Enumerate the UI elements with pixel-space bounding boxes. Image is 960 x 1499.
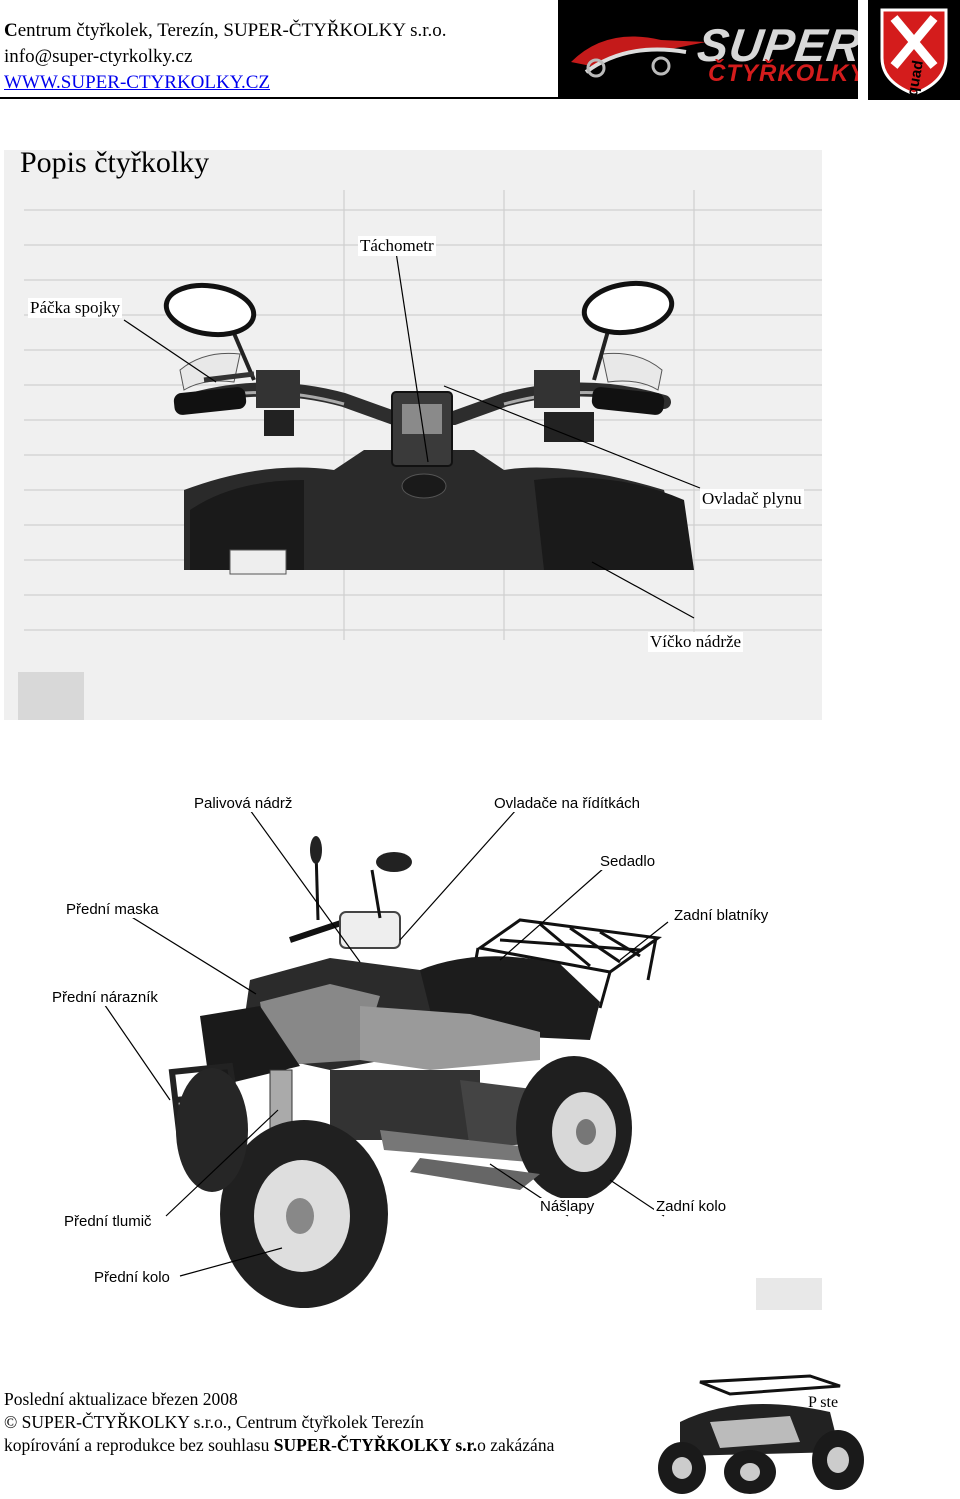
label-front-shock: Přední tlumič — [62, 1213, 154, 1230]
label-clutch-lever: Páčka spojky — [28, 298, 123, 318]
svg-text:quad: quad — [904, 59, 927, 97]
header-title: entrum čtyřkolek, Terezín, SUPER-ČTYŘKOL… — [17, 20, 447, 41]
label-seat: Sedadlo — [598, 853, 658, 870]
label-front-mask: Přední maska — [64, 901, 161, 918]
logo-subword: ČTYŘKOLKY — [708, 60, 858, 87]
header-website-link[interactable]: WWW.SUPER-CTYRKOLKY.CZ — [4, 72, 271, 93]
footer-notice: kopírování a reprodukce bez souhlasu SUP… — [4, 1435, 554, 1455]
label-tachometer: Táchometr — [358, 236, 436, 256]
xquad-badge: quad — [868, 0, 960, 100]
section-title: Popis čtyřkolky — [20, 146, 210, 179]
footer-notice-c: o zakázána — [477, 1435, 555, 1455]
footer-copyright: © SUPER-ČTYŘKOLKY s.r.o., Centrum čtyřko… — [4, 1412, 424, 1432]
footer-notice-b: SUPER-ČTYŘKOLKY s.r. — [273, 1435, 478, 1455]
label-rear-fenders: Zadní blatníky — [672, 907, 771, 924]
footer-copyright-text: SUPER-ČTYŘKOLKY s.r.o., Centrum čtyřkole… — [17, 1412, 424, 1432]
footer-last-update: Poslední aktualizace březen 2008 — [4, 1389, 238, 1409]
super-ctyrkolky-logo: SUPER ČTYŘKOLKY — [558, 0, 858, 97]
label-rear-wheel: Zadní kolo — [654, 1198, 729, 1215]
label-tank-cap: Víčko nádrže — [648, 632, 744, 652]
label-footrests: Nášlapy — [538, 1198, 597, 1215]
label-throttle: Ovladač plynu — [700, 489, 804, 509]
footer-notice-a: kopírování a reprodukce bez souhlasu — [4, 1435, 274, 1455]
atv-photo-panel — [0, 770, 830, 1326]
label-front-wheel: Přední kolo — [92, 1269, 172, 1286]
header-email: info@super-ctyrkolky.cz — [4, 46, 193, 67]
header-rule — [0, 97, 858, 99]
atv-thumbnail-image — [640, 1372, 878, 1494]
xquad-logo-icon: quad — [880, 8, 948, 97]
atv-thumbnail: P ste — [640, 1372, 878, 1494]
header-initial: C — [4, 20, 18, 41]
label-handlebar-controls: Ovladače na řídítkách — [492, 795, 642, 812]
label-front-bumper: Přední nárazník — [50, 989, 160, 1006]
atv-photo — [99, 809, 822, 1326]
next-page-label: P ste — [808, 1394, 839, 1411]
label-fuel-tank: Palivová nádrž — [192, 795, 295, 812]
copyright-icon: © — [4, 1412, 18, 1432]
header-company-line: Centrum čtyřkolek, Terezín, SUPER-ČTYŘKO… — [4, 20, 447, 42]
logo-swoosh-icon — [571, 36, 706, 78]
